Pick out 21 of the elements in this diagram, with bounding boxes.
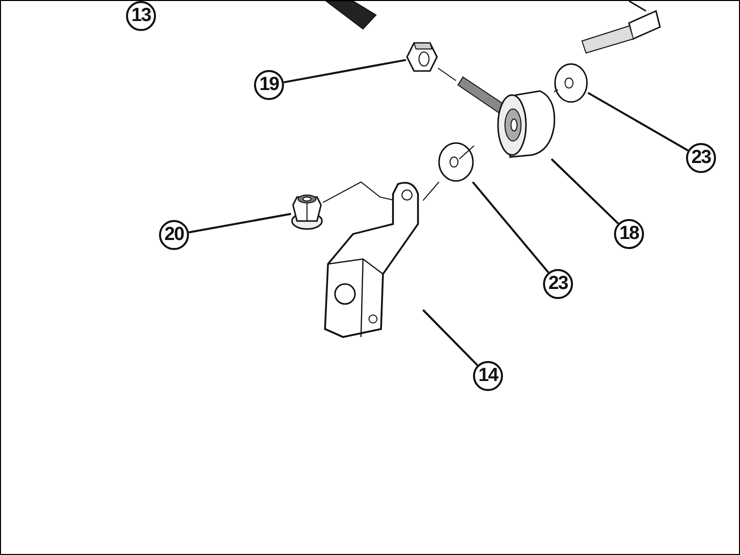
leader-line xyxy=(188,212,292,234)
leader-line xyxy=(588,92,688,152)
center-line xyxy=(458,145,474,160)
hex-nut xyxy=(406,41,438,73)
center-line xyxy=(422,182,440,202)
callout-number: 18 xyxy=(614,219,644,249)
leader-line xyxy=(422,309,478,366)
center-line xyxy=(438,68,456,82)
callout-number: 23 xyxy=(543,269,573,299)
washer xyxy=(554,63,588,103)
washer xyxy=(438,142,474,182)
callout-number: 20 xyxy=(159,220,189,250)
callout-number: 23 xyxy=(686,143,716,173)
callout-number: 19 xyxy=(254,70,284,100)
callout-number: 13 xyxy=(126,1,156,31)
leader-line xyxy=(472,181,550,274)
leader-line xyxy=(284,58,406,84)
center-line xyxy=(322,181,394,203)
leader-line xyxy=(550,158,619,224)
callout-number: 14 xyxy=(473,361,503,391)
center-line xyxy=(554,89,558,92)
